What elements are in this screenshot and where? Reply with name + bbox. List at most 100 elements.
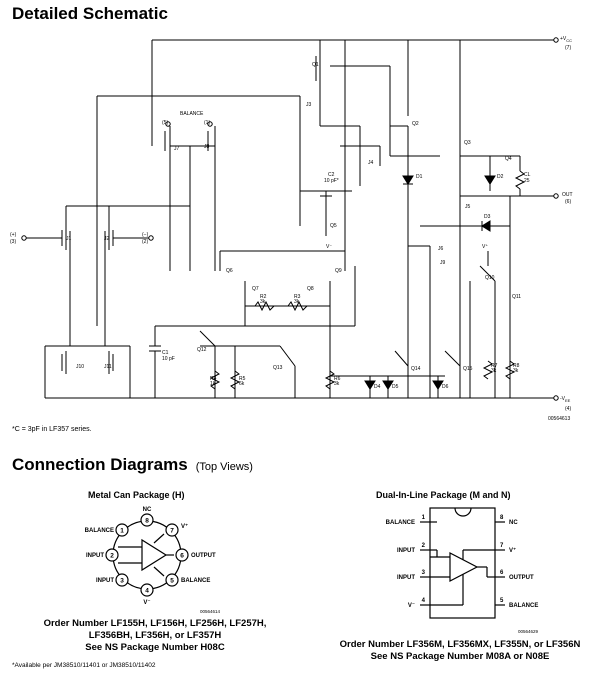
label-q9: Q9 — [335, 268, 342, 274]
c1-value: 10 pF — [162, 356, 175, 362]
balance-pin-5: (5) — [162, 120, 168, 126]
label-r4: R4 — [210, 376, 217, 382]
can-figure-code: 00564614 — [200, 609, 221, 614]
svg-text:7: 7 — [500, 543, 504, 549]
connection-title: Connection Diagrams(Top Views) — [12, 455, 253, 474]
in-minus-pin: (2) — [142, 239, 148, 245]
label-j1: J1 — [66, 236, 72, 242]
svg-text:8: 8 — [500, 515, 504, 521]
vee-pin: (4) — [565, 406, 571, 412]
svg-text:1: 1 — [422, 515, 426, 521]
can-pin-3 — [115, 573, 129, 587]
label-q3: Q3 — [464, 140, 471, 146]
label-q15: Q15 — [463, 366, 473, 372]
dip-order-info: Order Number LF356M, LF356MX, LF355N, or… — [339, 639, 581, 662]
vee-label: -VEE — [560, 396, 571, 403]
balance-label: BALANCE — [180, 111, 204, 117]
label-d2: D2 — [497, 174, 504, 180]
svg-text:4: 4 — [145, 588, 149, 595]
value-r3: 3k — [294, 299, 300, 305]
can-label-balance-1: BALANCE — [85, 528, 114, 534]
detailed-schematic: +VCC (7) OUT (6) -VEE (4) (+) (3) (−) (2… — [10, 36, 573, 412]
schematic-footnote: *C = 3pF in LF357 series. — [12, 426, 92, 433]
can-pin-1 — [115, 523, 129, 537]
label-q10: Q10 — [485, 275, 495, 281]
label-j9: J9 — [440, 260, 446, 266]
balance-pin-1: (1) — [204, 120, 210, 126]
can-label-input-3: INPUT — [96, 578, 114, 584]
value-r6: 3k — [334, 381, 340, 387]
label-q12: Q12 — [197, 347, 207, 353]
svg-text:1: 1 — [120, 528, 124, 535]
dip-label-vminus: V⁻ — [408, 603, 415, 609]
vcc-label: +VCC — [560, 36, 572, 43]
label-cl: CL — [524, 172, 531, 178]
dip-label-balance-1: BALANCE — [386, 520, 415, 526]
label-r5: R5 — [239, 376, 246, 382]
can-pin-8 — [140, 513, 154, 527]
value-r2: 3k — [260, 299, 266, 305]
label-r2: R2 — [260, 294, 267, 300]
svg-text:4: 4 — [422, 598, 426, 604]
label-q14: Q14 — [411, 366, 421, 372]
label-q11: Q11 — [512, 294, 521, 300]
can-label-vplus: V⁺ — [181, 523, 188, 530]
dip-label-input-2: INPUT — [397, 548, 415, 554]
svg-text:8: 8 — [145, 518, 149, 525]
connection-subtitle: (Top Views) — [195, 461, 253, 473]
label-j10: J10 — [76, 364, 84, 370]
label-q1: Q1 — [312, 62, 319, 68]
value-cl: 25 — [524, 178, 530, 184]
out-pin: (6) — [565, 199, 571, 205]
svg-text:3: 3 — [422, 570, 426, 576]
label-j4: J4 — [368, 160, 374, 166]
c2-value: 10 pF* — [324, 178, 339, 184]
can-pin-5 — [165, 573, 179, 587]
label-q8: Q8 — [307, 286, 314, 292]
label-j8: J8 — [204, 144, 210, 150]
metal-can-order-info: Order Number LF155H, LF156H, LF256H, LF2… — [43, 618, 267, 653]
label-d5: D5 — [392, 384, 399, 390]
availability-note: *Available per JM38510/11401 or JM38510/… — [12, 662, 156, 669]
value-r5: 6k — [239, 381, 245, 387]
dip-label-input-3: INPUT — [397, 575, 415, 581]
svg-text:6: 6 — [500, 570, 504, 576]
schematic-title: Detailed Schematic — [12, 4, 168, 23]
dip-figure-code: 00564629 — [518, 629, 539, 634]
can-label-balance-5: BALANCE — [181, 578, 210, 584]
in-plus-pin: (3) — [10, 239, 16, 245]
label-r6: R6 — [334, 376, 341, 382]
label-q7: Q7 — [252, 286, 259, 292]
can-pin-2 — [105, 548, 119, 562]
dip-label-output: OUTPUT — [509, 575, 534, 581]
label-q6: Q6 — [226, 268, 233, 274]
label-j6: J6 — [438, 246, 444, 252]
label-r8: R8 — [513, 363, 520, 369]
label-j11: J11 — [104, 364, 112, 370]
svg-text:5: 5 — [170, 578, 174, 585]
svg-text:5: 5 — [500, 598, 504, 604]
svg-text:7: 7 — [170, 528, 174, 535]
svg-text:2: 2 — [422, 543, 426, 549]
dip-diagram: 1 2 3 4 8 7 6 5 BALANCE INPUT INPUT V⁻ N… — [386, 507, 539, 634]
dip-label-vplus: V⁺ — [509, 547, 516, 554]
out-label: OUT — [562, 192, 573, 198]
v-minus-label: V⁻ — [326, 244, 332, 250]
label-j5: J5 — [465, 204, 471, 210]
c2-label: C2 — [328, 172, 335, 178]
label-d4: D4 — [374, 384, 381, 390]
dip-title: Dual-In-Line Package (M and N) — [376, 490, 511, 500]
label-q2: Q2 — [412, 121, 419, 127]
schematic-figure-code: 00564613 — [548, 416, 571, 422]
label-j7: J7 — [174, 146, 180, 152]
label-d1: D1 — [416, 174, 423, 180]
svg-text:2: 2 — [110, 553, 114, 560]
label-r3: R3 — [294, 294, 301, 300]
can-pin-6 — [175, 548, 189, 562]
can-label-input-2: INPUT — [86, 553, 104, 559]
value-r8: 3k — [513, 368, 519, 374]
label-q5: Q5 — [330, 223, 337, 229]
can-pin-4 — [140, 583, 154, 597]
dip-label-nc: NC — [509, 520, 518, 526]
value-r4: 1k — [210, 381, 216, 387]
